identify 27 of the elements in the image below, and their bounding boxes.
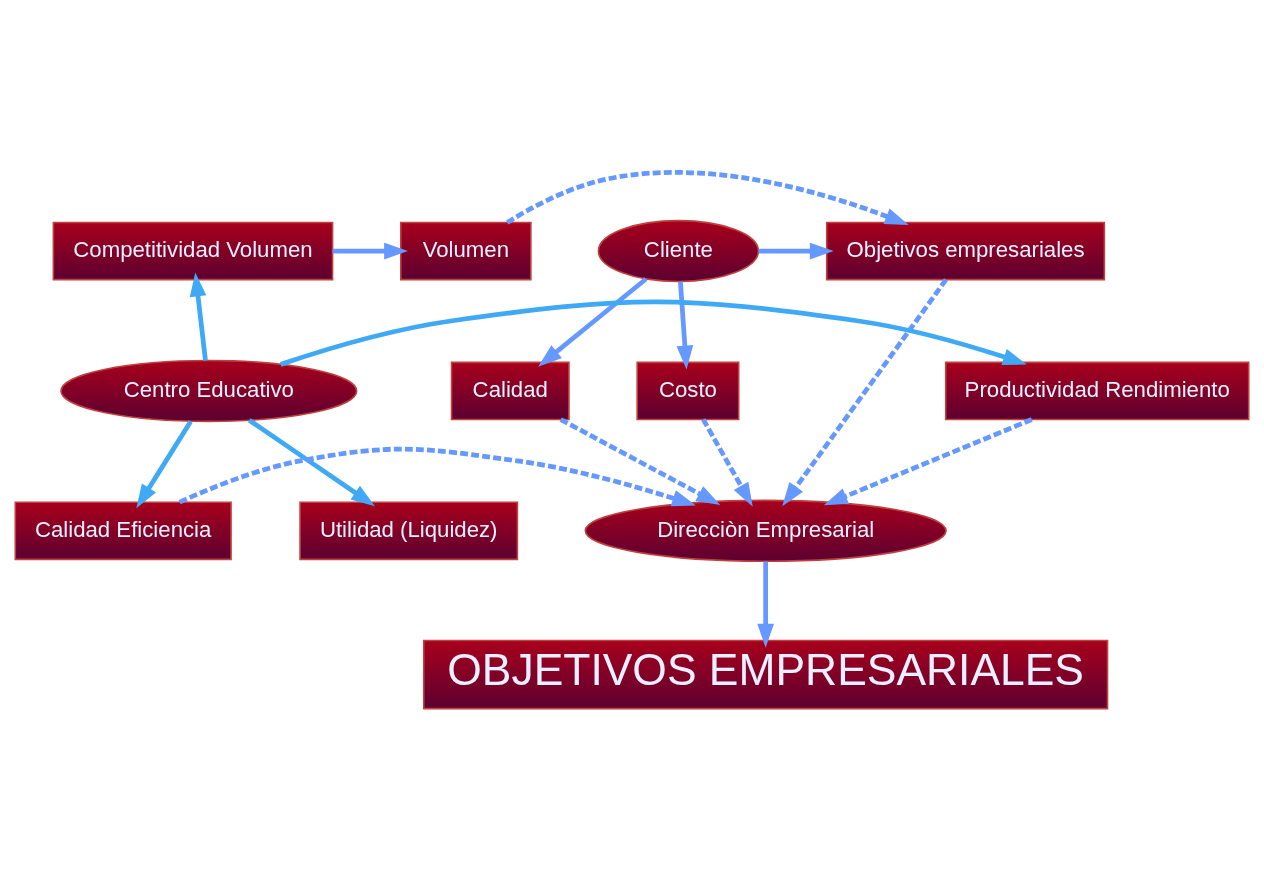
arrow [538, 276, 648, 367]
node-box: Objetivos empresariales [825, 221, 1106, 280]
node-ellipse: Cliente [597, 219, 760, 282]
node-box: OBJETIVOS EMPRESARIALES [423, 639, 1109, 709]
node-ellipse: Direcciòn Empresarial [584, 499, 947, 562]
arrow [782, 277, 948, 506]
node-box: Utilidad (Liquidez) [299, 501, 519, 560]
node-box: Volumen [400, 221, 532, 280]
node-box: Calidad [450, 361, 570, 420]
arrow [758, 242, 834, 259]
node-box: Competitividad Volumen [52, 221, 334, 280]
node-box: Costo [636, 361, 740, 420]
node-ellipse: Centro Educativo [60, 359, 358, 422]
node-box: Calidad Eficiencia [14, 501, 232, 560]
arrow [332, 242, 408, 259]
node-box: Productividad Rendimiento [944, 361, 1250, 420]
arrow [559, 416, 721, 505]
arrow [823, 416, 1033, 505]
arrow [189, 272, 208, 361]
arrow [178, 446, 696, 506]
arrow [136, 419, 193, 508]
arrow [676, 280, 694, 369]
arrow [279, 298, 1027, 367]
arrow [506, 169, 909, 225]
arrow [757, 561, 774, 648]
arrow [247, 417, 375, 506]
arrow [701, 417, 753, 507]
